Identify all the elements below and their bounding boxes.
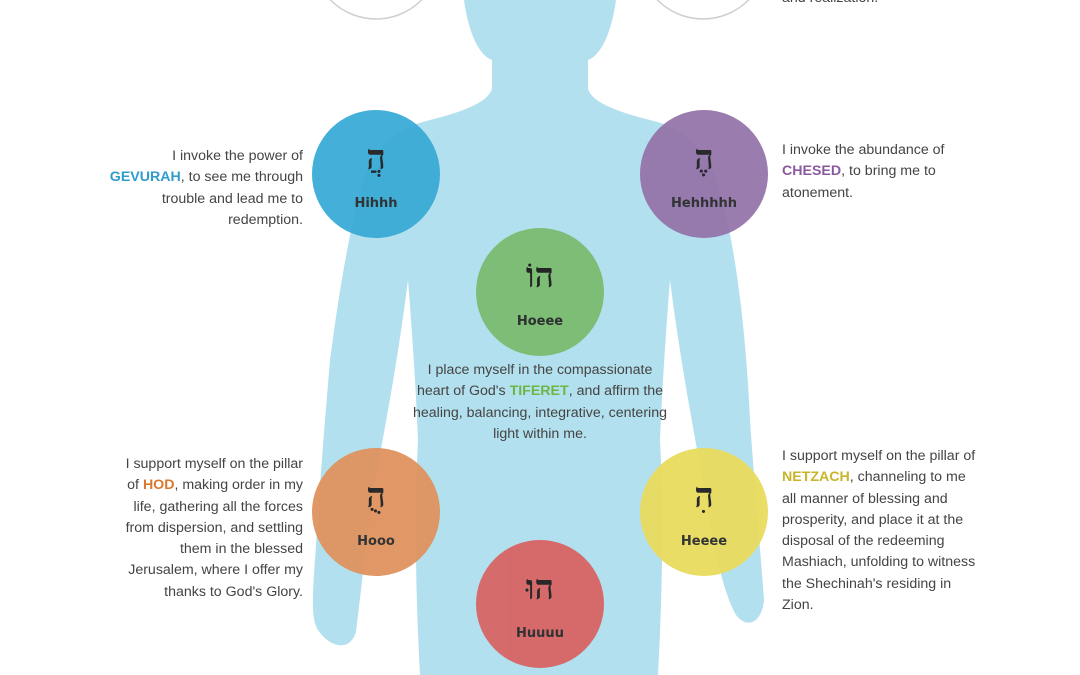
netzach-hebrew-letter: הִ xyxy=(694,476,714,516)
netzach-text-after: , channeling to me all manner of blessin… xyxy=(782,469,976,614)
tiferet-text-before: I place myself in the compassionate hear… xyxy=(416,362,653,400)
chesed-text-after: , to bring me to atonement. xyxy=(782,163,936,201)
gevurah-text-after: , to see me through trouble and lead me … xyxy=(161,169,303,228)
netzach-sound-label: Heeee xyxy=(680,534,728,549)
tiferet-text-after: , and affirm the healing, balancing, int… xyxy=(413,383,667,442)
tiferet-keyword: TIFERET xyxy=(509,383,569,400)
netzach-text-before: I support myself on the pillar of xyxy=(782,448,976,464)
yesod-sound-label: Huuuu xyxy=(516,626,564,641)
chesed-circle: הֶ Hehhhhh xyxy=(640,110,768,238)
gevurah-circle: הֲ Hihhh xyxy=(312,110,440,238)
hod-text-before: I support myself on the pillar of xyxy=(125,456,303,494)
gevurah-hebrew-letter: הֲ xyxy=(366,138,386,178)
top-text-fragment: and realization. xyxy=(782,0,972,9)
chesed-sound-label: Hehhhhh xyxy=(671,196,737,211)
netzach-text: I support myself on the pillar of NETZAC… xyxy=(782,446,982,616)
gevurah-text: I invoke the power of GEVURAH, to see me… xyxy=(100,146,303,231)
yesod-circle: הוּ Huuuu xyxy=(476,540,604,668)
hod-text-after: , making order in my life, gathering all… xyxy=(125,477,303,600)
tiferet-sound-label: Hoeee xyxy=(516,314,564,329)
chesed-hebrew-letter: הֶ xyxy=(694,138,714,178)
chesed-text-before: I invoke the abundance of xyxy=(782,142,945,158)
chesed-keyword: CHESED xyxy=(782,163,842,180)
netzach-circle: הִ Heeee xyxy=(640,448,768,576)
hod-hebrew-letter: הֻ xyxy=(366,476,386,516)
tiferet-text: I place myself in the compassionate hear… xyxy=(410,360,670,445)
hod-text: I support myself on the pillar of HOD, m… xyxy=(110,454,303,603)
hod-circle: הֻ Hooo xyxy=(312,448,440,576)
gevurah-keyword: GEVURAH xyxy=(109,169,181,186)
gevurah-text-before: I invoke the power of xyxy=(172,148,303,164)
chesed-text: I invoke the abundance of CHESED, to bri… xyxy=(782,140,957,204)
netzach-keyword: NETZACH xyxy=(782,469,850,486)
tiferet-circle: הוֹ Hoeee xyxy=(476,228,604,356)
hod-sound-label: Hooo xyxy=(357,534,395,549)
top-left-outline-circle xyxy=(329,0,423,20)
hod-keyword: HOD xyxy=(142,477,175,494)
tiferet-hebrew-letter: הוֹ xyxy=(525,256,555,296)
yesod-hebrew-letter: הוּ xyxy=(525,568,555,608)
top-right-outline-circle xyxy=(656,0,750,20)
gevurah-sound-label: Hihhh xyxy=(354,196,398,211)
